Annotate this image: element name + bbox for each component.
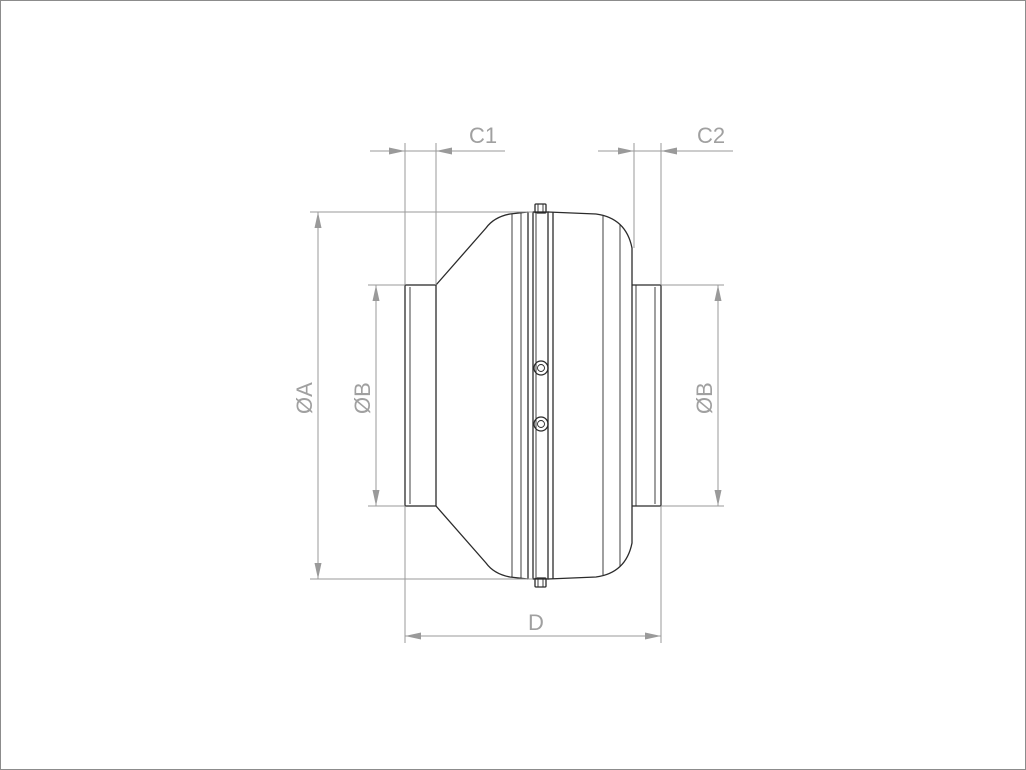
- label-d: D: [528, 610, 544, 635]
- arrow-d-right: [645, 632, 661, 640]
- label-c1: C1: [469, 123, 497, 148]
- arrow-a-bottom: [314, 563, 322, 579]
- arrow-b-right-top: [714, 285, 722, 301]
- arrow-b-right-bottom: [714, 490, 722, 506]
- bolt-top: [534, 203, 547, 214]
- arrow-c2-right: [661, 147, 677, 155]
- left-cone-top: [435, 211, 529, 286]
- label-diameter-a: ØA: [292, 382, 317, 414]
- dimension-a: ØA: [292, 212, 322, 579]
- screw-upper: [533, 360, 549, 376]
- label-diameter-b-left: ØB: [350, 382, 375, 414]
- screw-upper-inner: [537, 364, 545, 372]
- label-diameter-b-right: ØB: [692, 382, 717, 414]
- arrow-b-left-bottom: [372, 490, 380, 506]
- arrow-a-top: [314, 212, 322, 228]
- dimension-b-left: ØB: [350, 285, 380, 506]
- extension-lines: [310, 143, 724, 643]
- right-housing: [547, 211, 633, 580]
- arrow-d-left: [405, 632, 421, 640]
- arrow-b-left-top: [372, 285, 380, 301]
- arrow-c1-right: [436, 147, 452, 155]
- left-cone-bottom: [435, 505, 529, 580]
- dimension-c1: C1: [370, 123, 505, 155]
- bolt-bottom: [534, 577, 547, 588]
- arrow-c1-left: [389, 147, 405, 155]
- dimension-c2: C2: [598, 123, 733, 155]
- left-spigot: [404, 284, 437, 507]
- label-c2: C2: [697, 123, 725, 148]
- screw-lower-inner: [537, 420, 545, 428]
- dimension-b-right: ØB: [692, 285, 722, 506]
- arrow-c2-left: [618, 147, 634, 155]
- screw-lower: [533, 416, 549, 432]
- fan-body: [404, 203, 662, 588]
- clamp-ring: [532, 211, 549, 580]
- right-spigot: [632, 284, 662, 507]
- dimension-d: D: [405, 610, 661, 640]
